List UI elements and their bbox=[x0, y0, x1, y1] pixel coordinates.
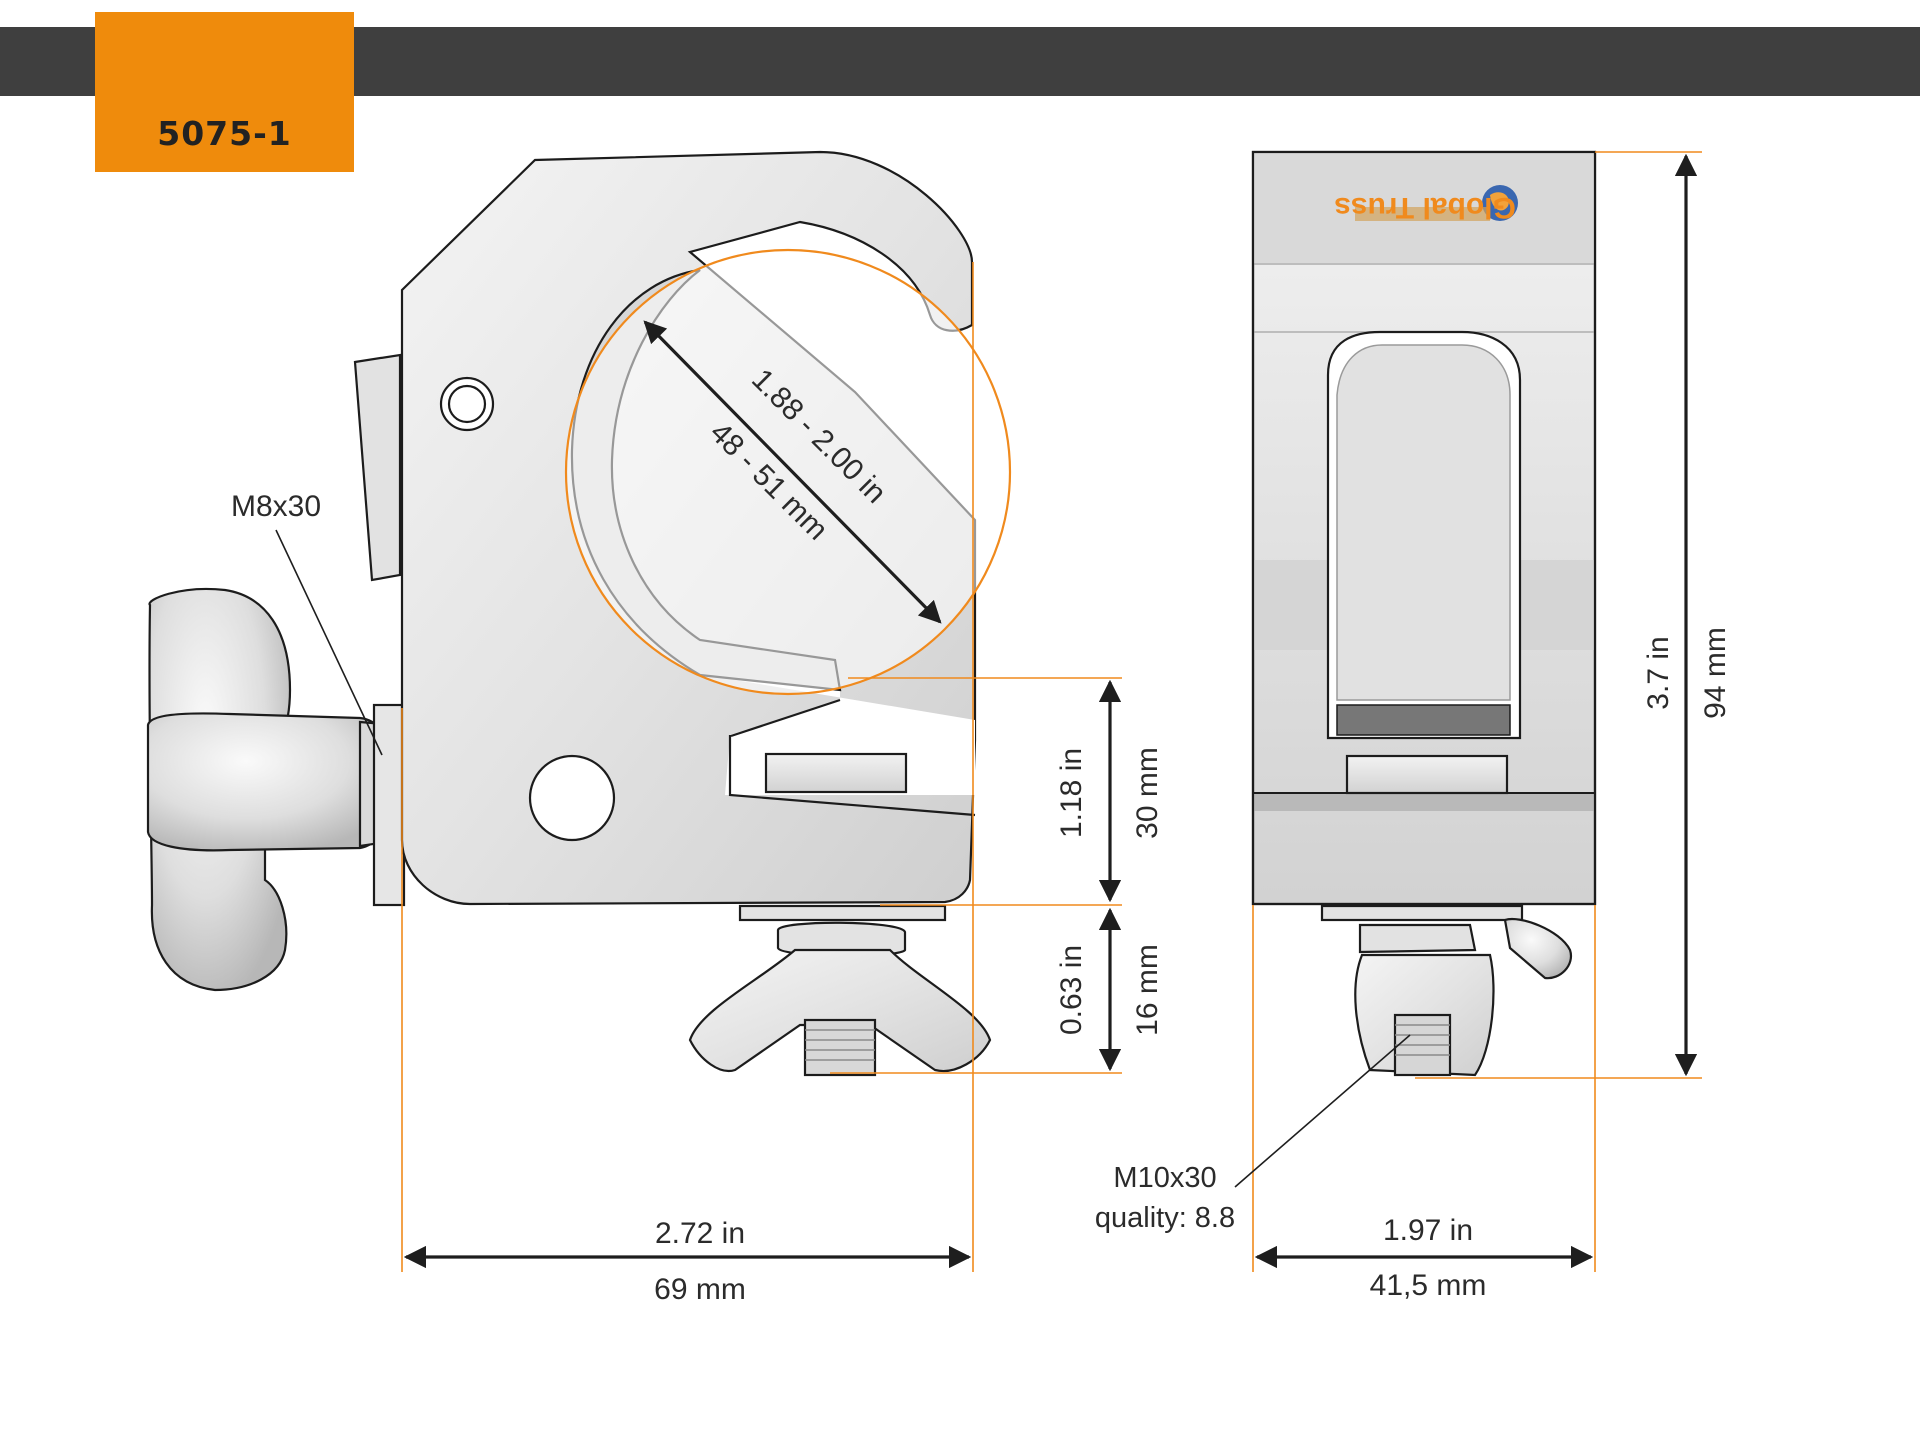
logo-text: Global Truss bbox=[1334, 191, 1516, 224]
jaw-height-mm: 30 mm bbox=[1131, 747, 1164, 839]
side-view: M8x30 1.88 - 2.00 in 48 - 51 mm 1.18 in … bbox=[146, 150, 1164, 1306]
front-width-in: 1.97 in bbox=[1383, 1214, 1473, 1247]
front-view: Global Truss M10x30 quality: 8.8 3.7 in … bbox=[1095, 150, 1732, 1302]
bolt-drop-in: 0.63 in bbox=[1055, 945, 1088, 1035]
bolt-drop-mm: 16 mm bbox=[1131, 944, 1164, 1036]
wing-knob-m8 bbox=[146, 587, 402, 992]
m10-quality-label: quality: 8.8 bbox=[1095, 1202, 1235, 1234]
m8-label: M8x30 bbox=[231, 490, 321, 523]
side-width-mm: 69 mm bbox=[654, 1273, 746, 1306]
product-code-tab bbox=[95, 12, 354, 172]
product-code: 5075-1 bbox=[157, 114, 292, 153]
front-height-in: 3.7 in bbox=[1642, 636, 1675, 709]
tube-outline bbox=[564, 248, 1012, 696]
tube-diameter-arrow bbox=[643, 320, 942, 624]
bolt-head-side bbox=[764, 752, 908, 794]
side-width-in: 2.72 in bbox=[655, 1217, 745, 1250]
jaw-height-in: 1.18 in bbox=[1055, 748, 1088, 838]
front-height-mm: 94 mm bbox=[1699, 627, 1732, 719]
bolt-head-front bbox=[1345, 754, 1509, 795]
front-width-mm: 41,5 mm bbox=[1370, 1269, 1487, 1302]
m10-leader bbox=[1234, 1034, 1411, 1188]
m10-label: M10x30 bbox=[1113, 1162, 1216, 1194]
m8-leader bbox=[275, 529, 383, 756]
global-truss-logo: Global Truss bbox=[1334, 185, 1518, 224]
thread-side bbox=[803, 1018, 877, 1077]
